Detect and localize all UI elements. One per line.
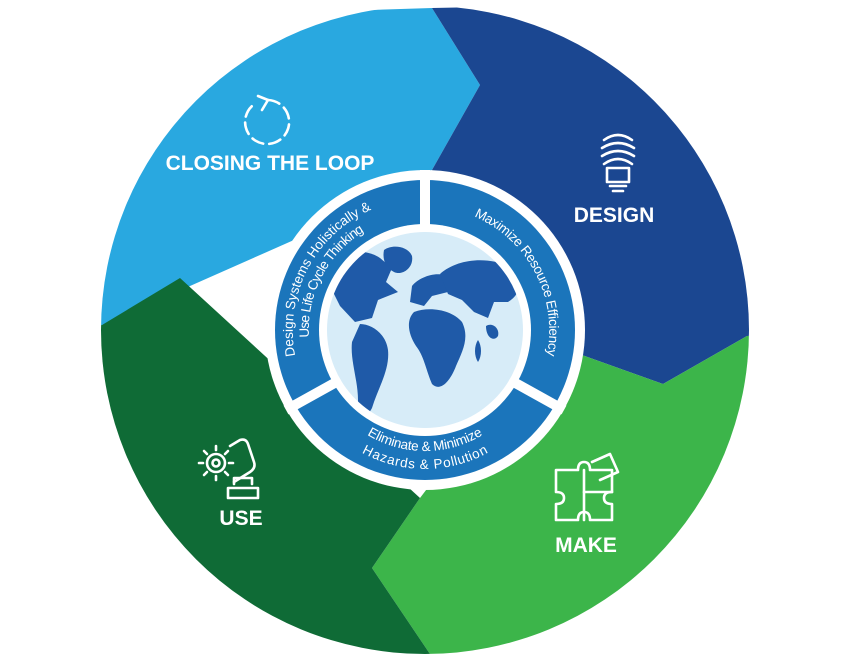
- gear-hand-icon: [197, 438, 260, 500]
- globe-icon: [332, 246, 520, 415]
- ring-dividers: [283, 170, 567, 415]
- puzzle-icon: [554, 452, 620, 522]
- label-closing-the-loop: CLOSING THE LOOP: [166, 152, 375, 175]
- lightbulb-icon: [600, 133, 636, 193]
- label-use: USE: [219, 507, 262, 530]
- label-design: DESIGN: [574, 204, 655, 227]
- refresh-icon: [243, 94, 291, 146]
- label-make: MAKE: [555, 534, 617, 557]
